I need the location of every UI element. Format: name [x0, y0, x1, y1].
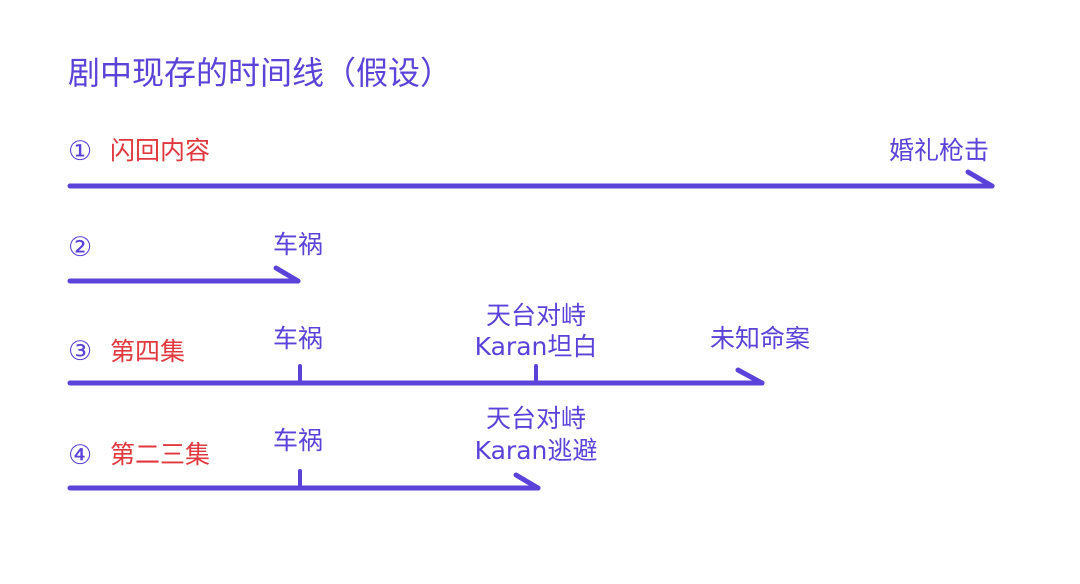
- timeline-2-number: ②: [68, 232, 93, 263]
- timeline-3-event-1: 车祸: [273, 324, 324, 353]
- timeline-4-tag: 第二三集: [110, 440, 211, 469]
- timeline-3-event-2: 天台对峙: [485, 301, 587, 330]
- timeline-3-number: ③: [68, 336, 93, 367]
- timeline-4-event-2: 天台对峙: [485, 404, 587, 433]
- timeline-3-arrow: [735, 367, 765, 386]
- timeline-4-event-2-line2: Karan逃避: [474, 436, 598, 465]
- timeline-1-tag: 闪回内容: [110, 136, 211, 165]
- page-title: 剧中现存的时间线（假设）: [68, 54, 453, 92]
- timeline-3-event-2-line2: Karan坦白: [474, 332, 598, 361]
- timeline-3-event-3: 未知命案: [710, 324, 811, 353]
- timeline-4-event-1: 车祸: [273, 426, 324, 455]
- timeline-4-arrow: [513, 472, 541, 491]
- timeline-2-arrow: [273, 265, 301, 284]
- timeline-2-event-1: 车祸: [273, 230, 324, 259]
- timeline-3-tag: 第四集: [110, 337, 186, 366]
- timeline-1-arrow: [965, 169, 995, 189]
- timeline-1-number: ①: [68, 136, 93, 167]
- timeline-4-number: ④: [68, 440, 93, 471]
- timeline-1-event-1: 婚礼枪击: [889, 136, 990, 165]
